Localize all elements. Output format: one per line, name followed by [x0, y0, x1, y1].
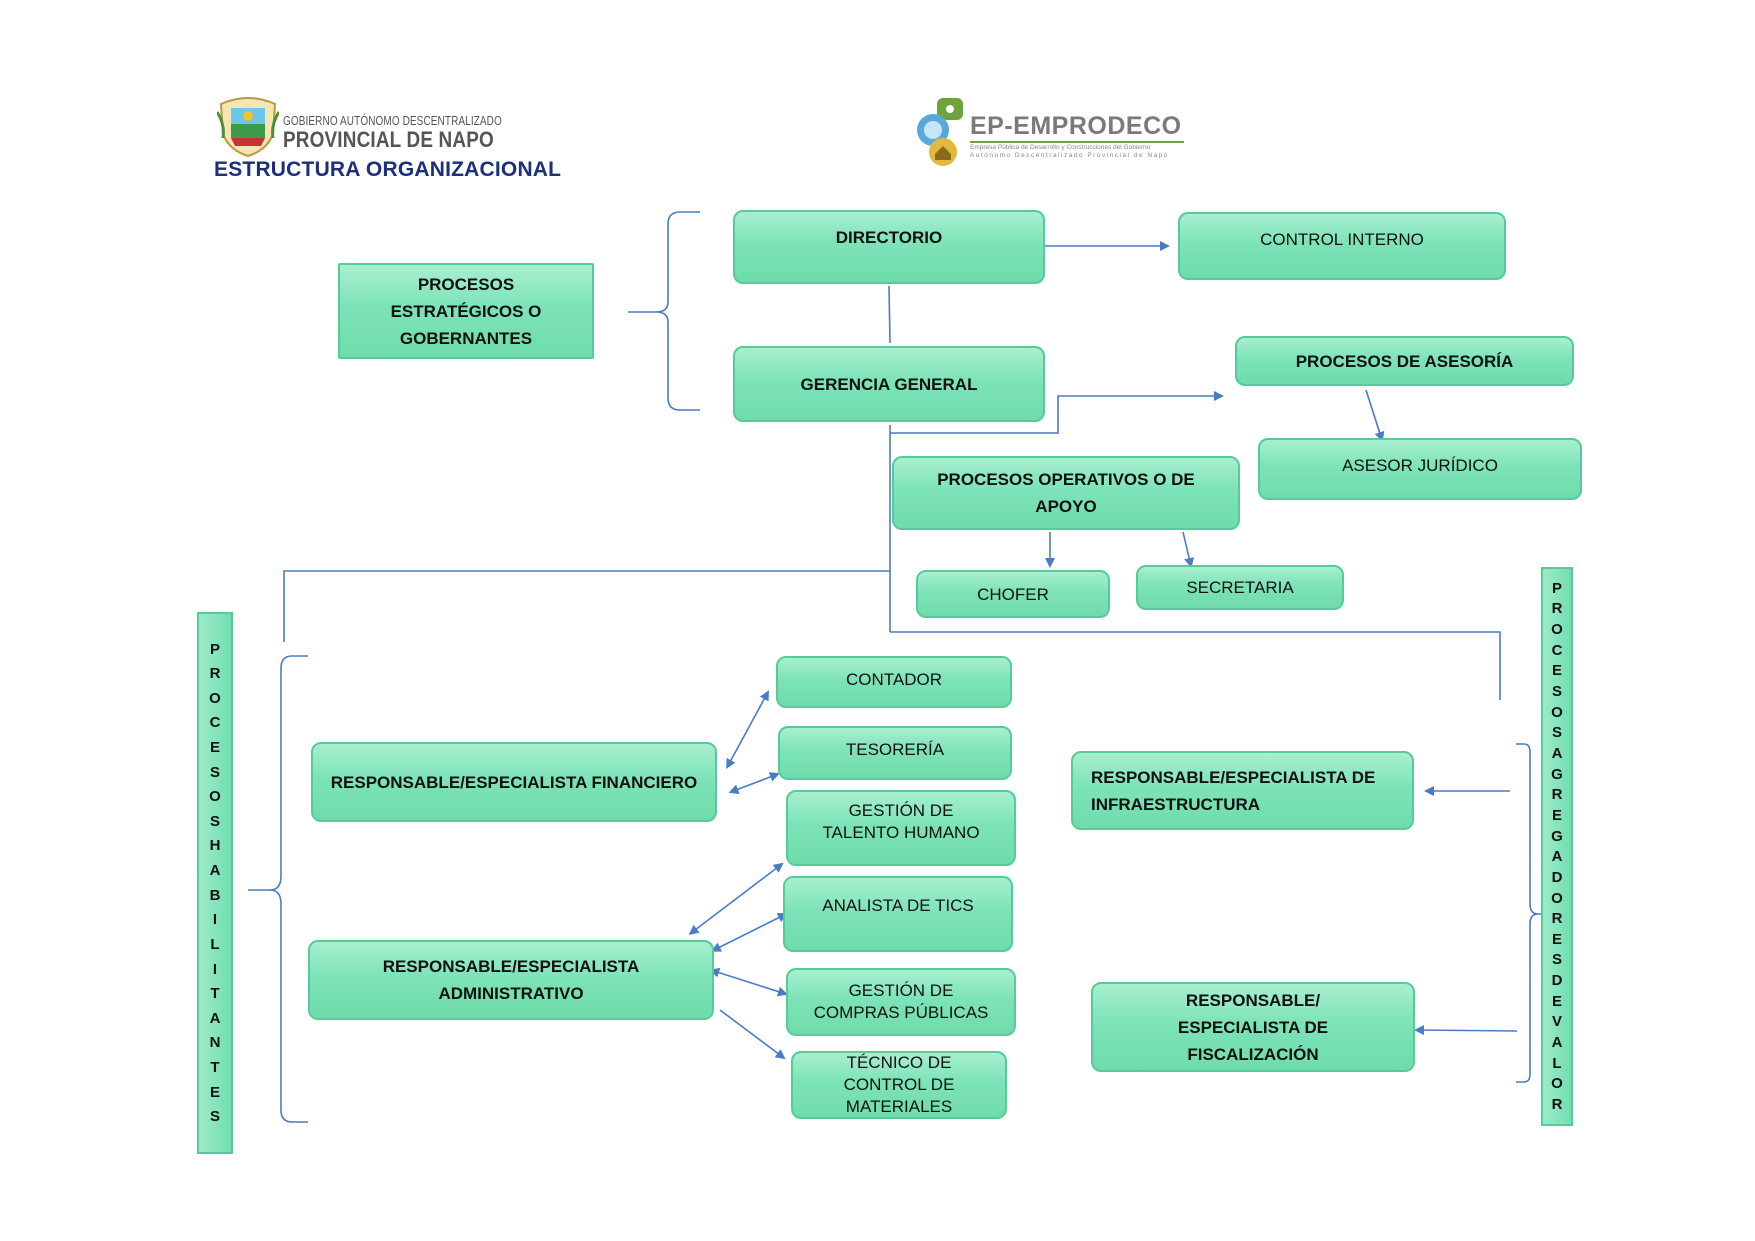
- agregadores-letter: E: [1551, 662, 1562, 680]
- habilitantes-letter: O: [209, 689, 221, 707]
- habilitantes-letter: A: [209, 862, 221, 880]
- agregadores-letter: E: [1551, 806, 1562, 824]
- habilitantes-letter: I: [212, 911, 218, 929]
- contador-box[interactable]: CONTADOR: [776, 656, 1012, 708]
- agregadores-branch: [890, 631, 1501, 700]
- asesoria-to-juridico-arrow: [1365, 389, 1385, 442]
- agregadores-letter: O: [1551, 703, 1563, 721]
- gad-shield-icon: [217, 97, 279, 158]
- directorio-box[interactable]: DIRECTORIO: [733, 210, 1045, 284]
- agregadores-letter: E: [1551, 992, 1562, 1010]
- agregadores-letter: O: [1551, 889, 1563, 907]
- procesos-estrategicos-box: PROCESOS ESTRATÉGICOS O GOBERNANTES: [338, 263, 594, 359]
- habilitantes-letter: I: [212, 960, 218, 978]
- gad-small-text: GOBIERNO AUTÓNOMO DESCENTRALIZADO: [283, 115, 502, 129]
- habilitantes-letter: E: [209, 1083, 220, 1101]
- agregadores-brace: [1516, 743, 1544, 1083]
- control-materiales-box[interactable]: TÉCNICO DE CONTROL DE MATERIALES: [791, 1051, 1007, 1119]
- habilitantes-letter: O: [209, 788, 221, 806]
- agregadores-letter: R: [1551, 910, 1563, 928]
- admin-materiales-arrow: [719, 1009, 786, 1060]
- chofer-box[interactable]: CHOFER: [916, 570, 1110, 618]
- habilitantes-letter: H: [209, 837, 221, 855]
- habilitantes-letter: C: [209, 714, 221, 732]
- gad-large-text: PROVINCIAL DE NAPO: [283, 127, 494, 152]
- habilitantes-letter: P: [209, 640, 220, 658]
- admin-talento-arrow: [688, 862, 784, 935]
- habilitantes-letter: T: [210, 1058, 220, 1076]
- habilitantes-letter: A: [209, 1009, 221, 1027]
- procesos-asesoria-box[interactable]: PROCESOS DE ASESORÍA: [1235, 336, 1574, 386]
- talento-humano-box[interactable]: GESTIÓN DE TALENTO HUMANO: [786, 790, 1016, 866]
- agregadores-letter: R: [1551, 1096, 1563, 1114]
- habilitantes-letter: S: [209, 763, 220, 781]
- habilitantes-letter: T: [210, 985, 220, 1003]
- agregadores-letter: S: [1551, 951, 1562, 969]
- analista-tics-box[interactable]: ANALISTA DE TICS: [783, 876, 1013, 952]
- asesor-juridico-box[interactable]: ASESOR JURÍDICO: [1258, 438, 1582, 500]
- agregadores-letter: G: [1551, 827, 1563, 845]
- agregadores-letter: R: [1551, 600, 1563, 618]
- habilitantes-letter: R: [209, 665, 221, 683]
- emprodeco-name: EP-EMPRODECO: [970, 112, 1182, 140]
- operativos-to-secretaria-arrow: [1182, 531, 1195, 568]
- agregadores-letter: P: [1551, 579, 1562, 597]
- tesoreria-box[interactable]: TESORERÍA: [778, 726, 1012, 780]
- resp-infraestructura-box[interactable]: RESPONSABLE/ESPECIALISTA DE INFRAESTRUCT…: [1071, 751, 1414, 830]
- to-fiscalizacion-arrow: [1414, 1025, 1518, 1036]
- financiero-tesoreria-arrow: [728, 772, 780, 794]
- habilitantes-letter: S: [209, 812, 220, 830]
- agregadores-letter: A: [1551, 1034, 1563, 1052]
- agregadores-letter: A: [1551, 848, 1563, 866]
- agregadores-letter: E: [1551, 930, 1562, 948]
- emprodeco-tagline-1: Empresa Pública de Desarrollo y Construc…: [970, 144, 1151, 151]
- gerencia-general-box[interactable]: GERENCIA GENERAL: [733, 346, 1045, 422]
- gerencia-to-asesoria-arrow: [890, 391, 1224, 434]
- habilitantes-letter: L: [210, 935, 220, 953]
- agregadores-letter: D: [1551, 972, 1563, 990]
- admin-compras-arrow: [709, 967, 788, 997]
- emprodeco-tagline-2: Autónomo Descentralizado Provincial de N…: [970, 152, 1169, 159]
- secretaria-box[interactable]: SECRETARIA: [1136, 565, 1344, 610]
- agregadores-letter: V: [1551, 1013, 1562, 1031]
- financiero-contador-arrow: [726, 690, 769, 770]
- emprodeco-emblem-icon: [917, 98, 963, 166]
- emprodeco-underline: [970, 141, 1184, 143]
- control-interno-box[interactable]: CONTROL INTERNO: [1178, 212, 1506, 280]
- agregadores-letter: C: [1551, 641, 1563, 659]
- agregadores-letter: S: [1551, 682, 1562, 700]
- agregadores-letter: G: [1551, 765, 1563, 783]
- habilitantes-letter: S: [209, 1108, 220, 1126]
- habilitantes-branch: [283, 570, 890, 642]
- habilitantes-letter: E: [209, 739, 220, 757]
- resp-administrativo-box[interactable]: RESPONSABLE/ESPECIALISTA ADMINISTRATIVO: [308, 940, 714, 1020]
- habilitantes-letter: N: [209, 1034, 221, 1052]
- agregadores-letter: R: [1551, 786, 1563, 804]
- admin-tics-arrow: [710, 913, 788, 952]
- page-title: ESTRUCTURA ORGANIZACIONAL: [214, 158, 562, 181]
- habilitantes-letter: B: [209, 886, 221, 904]
- compras-publicas-box[interactable]: GESTIÓN DE COMPRAS PÚBLICAS: [786, 968, 1016, 1036]
- resp-financiero-box[interactable]: RESPONSABLE/ESPECIALISTA FINANCIERO: [311, 742, 717, 822]
- resp-fiscalizacion-box[interactable]: RESPONSABLE/ ESPECIALISTA DE FISCALIZACI…: [1091, 982, 1415, 1072]
- agregadores-letter: D: [1551, 868, 1563, 886]
- agregadores-letter: S: [1551, 724, 1562, 742]
- agregadores-letter: O: [1551, 620, 1563, 638]
- estrategicos-brace: [628, 211, 700, 411]
- agregadores-letter: A: [1551, 744, 1563, 762]
- directorio-gerencia-line: [888, 285, 891, 344]
- habilitantes-brace: [248, 655, 308, 1123]
- procesos-operativos-box[interactable]: PROCESOS OPERATIVOS O DE APOYO: [892, 456, 1240, 530]
- agregadores-letter: L: [1552, 1054, 1562, 1072]
- agregadores-letter: O: [1551, 1075, 1563, 1093]
